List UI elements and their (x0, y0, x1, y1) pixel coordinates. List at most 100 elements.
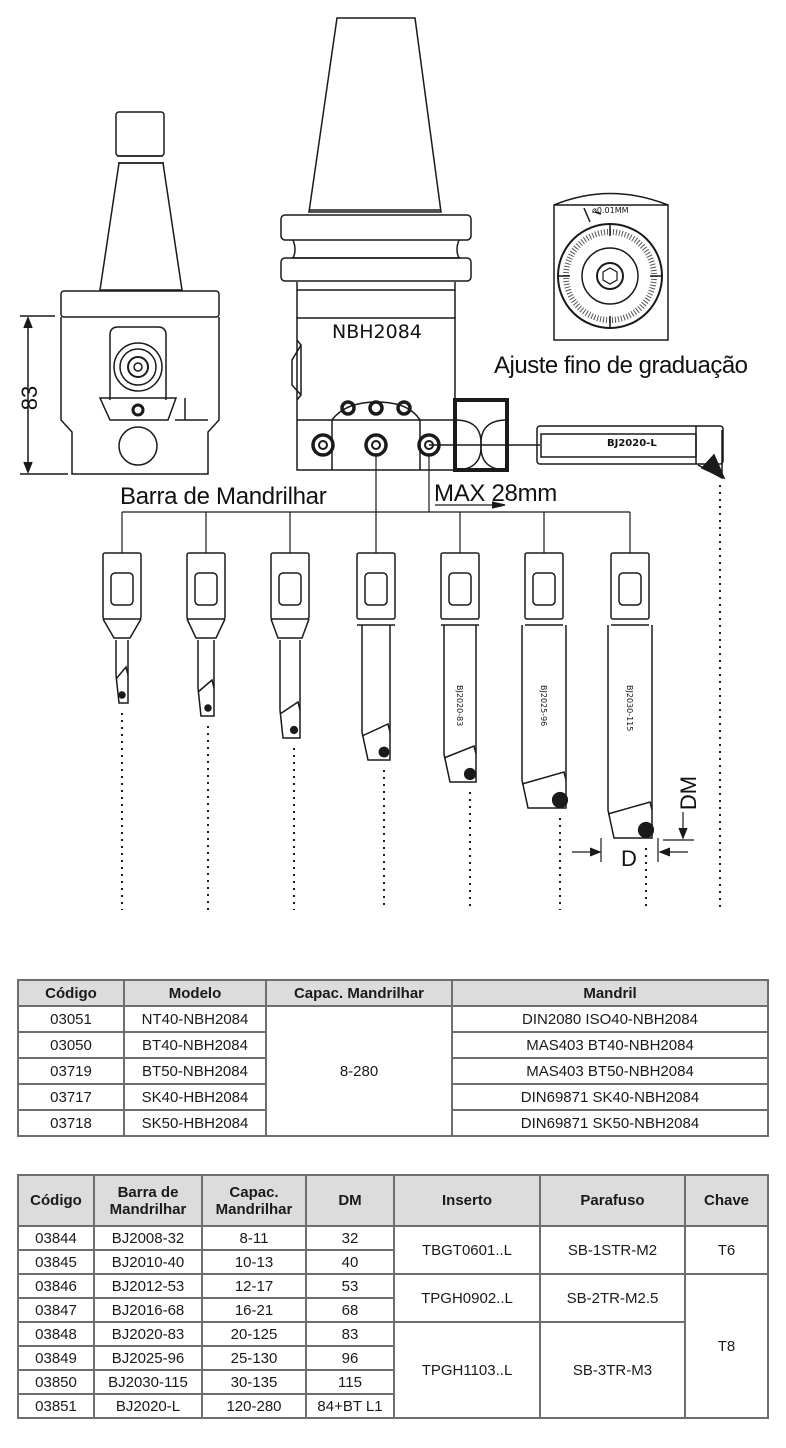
cell-codigo: 03846 (19, 1275, 93, 1297)
bar-shank (115, 640, 129, 704)
bar-head (610, 552, 650, 620)
cell-parafuso: SB-2TR-M2.5 (541, 1275, 684, 1321)
holder-spec-table: Código Modelo Capac. Mandrilhar Mandril … (17, 979, 769, 1137)
bar-neck (102, 618, 142, 639)
table-header-row: Código Barra de Mandrilhar Capac. Mandri… (19, 1176, 767, 1225)
dimension-83 (20, 315, 68, 475)
cell-codigo: 03849 (19, 1347, 93, 1369)
cell-codigo: 03718 (19, 1111, 123, 1135)
cell-capacidade: 20-125 (203, 1323, 305, 1345)
cell-codigo: 03850 (19, 1371, 93, 1393)
bar-insert-seat (607, 801, 653, 815)
cell-mandril: MAS403 BT50-NBH2084 (453, 1059, 767, 1083)
bar-neck (270, 618, 310, 639)
header-capacidade: Capac. Mandrilhar (203, 1176, 305, 1225)
bore-hole-2 (364, 433, 388, 457)
cell-codigo: 03845 (19, 1251, 93, 1273)
cell-mandril: DIN69871 SK50-NBH2084 (453, 1111, 767, 1135)
bar-head (270, 552, 310, 620)
cell-barra: BJ2008-32 (95, 1227, 201, 1249)
bar-head-flat (448, 572, 472, 606)
bar-head-flat (532, 572, 556, 606)
cell-capacidade: 12-17 (203, 1275, 305, 1297)
cell-dm: 68 (307, 1299, 393, 1321)
bar-shank (607, 625, 653, 839)
cell-codigo: 03844 (19, 1227, 93, 1249)
bar-head (524, 552, 564, 620)
dm-dimension-label: DM (676, 775, 702, 811)
side-view-body (60, 317, 220, 475)
dimension-d-dm (572, 812, 694, 862)
cell-mandril: MAS403 BT40-NBH2084 (453, 1033, 767, 1057)
cell-dm: 40 (307, 1251, 393, 1273)
header-mandril: Mandril (453, 981, 767, 1005)
cell-dm: 83 (307, 1323, 393, 1345)
table-row: 03846 BJ2012-53 12-17 53 TPGH0902..L SB-… (19, 1275, 767, 1417)
table-row: 03050 BT40-NBH2084 MAS403 BT40-NBH2084 (19, 1033, 767, 1057)
bar-head-flat (278, 572, 302, 606)
cell-modelo: BT40-NBH2084 (125, 1033, 265, 1057)
side-view-holder (60, 111, 220, 475)
table-row: 03717 SK40-HBH2084 DIN69871 SK40-NBH2084 (19, 1085, 767, 1109)
cell-dm: 53 (307, 1275, 393, 1297)
cell-dm: 84+BT L1 (307, 1395, 393, 1417)
cell-codigo: 03848 (19, 1323, 93, 1345)
main-flange-top (280, 214, 472, 241)
bar-head (186, 552, 226, 620)
header-codigo: Código (19, 981, 123, 1005)
d-dimension-label: D (621, 846, 637, 871)
cell-mandril: DIN2080 ISO40-NBH2084 (453, 1007, 767, 1031)
graduation-label: ø0.01MM (592, 206, 629, 215)
bar-shank (361, 625, 391, 761)
side-view-bore (118, 426, 158, 466)
bar-label: BJ2025-96 (539, 685, 548, 726)
cell-inserto: TPGH1103..L (395, 1323, 539, 1417)
insert-icon (551, 791, 569, 809)
insert-icon (204, 704, 212, 712)
cell-barra: BJ2016-68 (95, 1299, 201, 1321)
cell-barra: BJ2025-96 (95, 1347, 201, 1369)
cell-barra: BJ2020-L (95, 1395, 201, 1417)
table-row: 03847 BJ2016-68 16-21 68 (19, 1299, 767, 1321)
header-codigo: Código (19, 1176, 93, 1225)
model-label: NBH2084 (332, 321, 422, 343)
cell-barra: BJ2030-115 (95, 1371, 201, 1393)
table-row: 03850 BJ2030-115 30-135 115 (19, 1371, 767, 1393)
main-holder (280, 17, 726, 480)
bar-label: BJ2020-83 (455, 685, 464, 726)
bar-insert-seat (115, 665, 129, 680)
boring-bars-label: Barra de Mandrilhar (120, 483, 327, 510)
bar-insert-seat (521, 771, 567, 785)
bar-neck (186, 618, 226, 639)
table-row: 03844 BJ2008-32 8-11 32 TBGT0601..L SB-1… (19, 1227, 767, 1273)
table-row: 03848 BJ2020-83 20-125 83 TPGH1103..L SB… (19, 1323, 767, 1417)
cell-codigo: 03847 (19, 1299, 93, 1321)
fine-adjust-dial (553, 192, 669, 341)
insert-icon (118, 691, 126, 699)
insert-icon (378, 746, 390, 758)
cell-dm: 115 (307, 1371, 393, 1393)
bar-head (102, 552, 142, 620)
bar-insert-seat (443, 744, 477, 759)
side-view-taper (99, 162, 183, 291)
table-row: 03845 BJ2010-40 10-13 40 (19, 1251, 767, 1273)
table-row: 03718 SK50-HBH2084 DIN69871 SK50-NBH2084 (19, 1111, 767, 1135)
cell-capacidade: 30-135 (203, 1371, 305, 1393)
bar-shank (279, 640, 301, 739)
cell-modelo: NT40-NBH2084 (125, 1007, 265, 1031)
header-capacidade: Capac. Mandrilhar (267, 981, 451, 1005)
cell-parafuso: SB-1STR-M2 (541, 1227, 684, 1273)
cell-codigo: 03717 (19, 1085, 123, 1109)
header-modelo: Modelo (125, 981, 265, 1005)
bar-head-flat (110, 572, 134, 606)
insert-icon (637, 821, 655, 839)
long-bar-label: BJ2020-L (607, 438, 657, 449)
bar-insert-seat (197, 678, 215, 693)
cell-codigo: 03719 (19, 1059, 123, 1083)
cell-chave: T8 (686, 1275, 767, 1417)
cell-barra: BJ2012-53 (95, 1275, 201, 1297)
side-view-pull-stud (115, 111, 165, 157)
